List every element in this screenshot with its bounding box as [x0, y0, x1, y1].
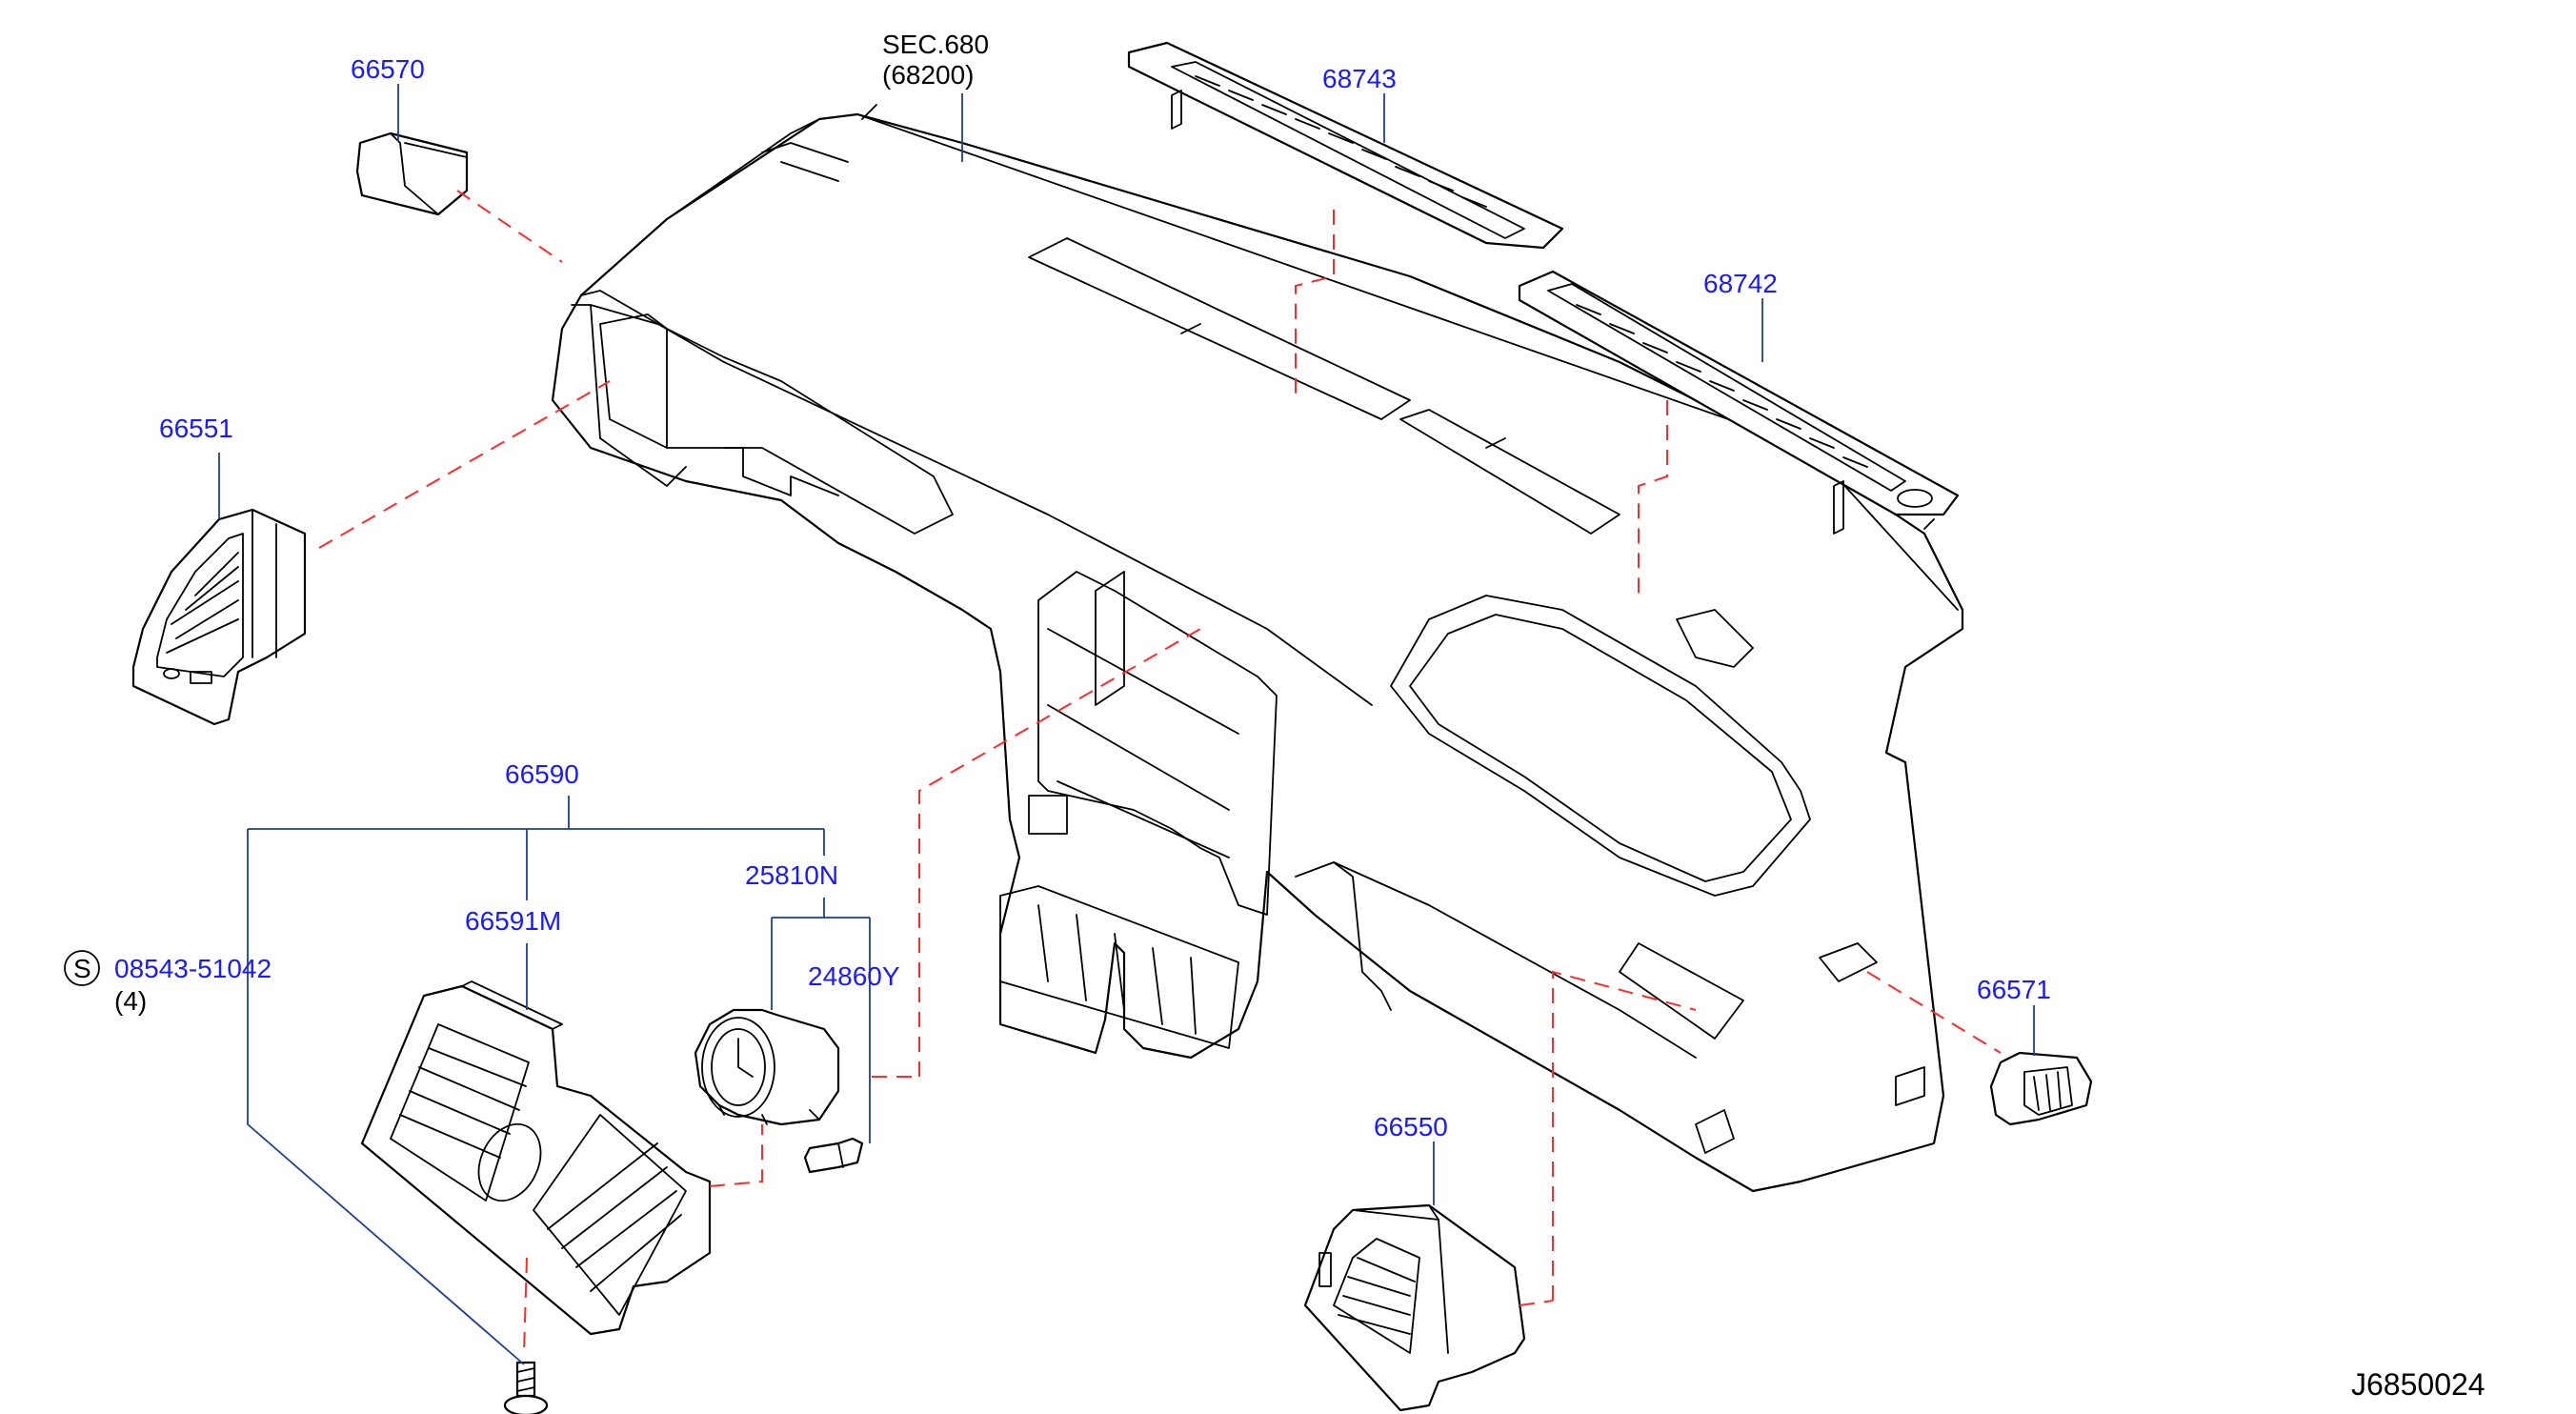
defroster-grille-68743	[1127, 41, 1564, 250]
side-vent-66551	[131, 508, 307, 726]
label-66571: 66571	[1977, 975, 2051, 1004]
label-sec-68200: (68200)	[882, 60, 975, 90]
instrument-panel	[551, 104, 1964, 1193]
bulb-24860Y	[803, 1137, 864, 1174]
label-25810N: 25810N	[745, 860, 838, 890]
label-68743: 68743	[1322, 64, 1397, 93]
side-vent-66570	[355, 131, 469, 216]
assembly-dashed-lines	[318, 190, 2002, 1354]
leader-lines	[218, 84, 2035, 1365]
label-66591M: 66591M	[465, 906, 561, 936]
center-vent-66591M	[360, 980, 712, 1336]
passenger-vent-66550	[1303, 1203, 1526, 1412]
s-symbol: S	[73, 954, 91, 983]
side-vent-66571	[1989, 1051, 2093, 1126]
label-66570: 66570	[351, 54, 425, 84]
label-08543-51042: 08543-51042	[114, 954, 272, 983]
screw-08543-51042	[503, 1361, 549, 1414]
label-qty: (4)	[114, 986, 147, 1016]
label-diagram-id: J6850024	[2351, 1367, 2485, 1402]
labels: SEC.680 (68200) 66570 68743 68742 66551 …	[64, 30, 2485, 1402]
label-66551: 66551	[159, 414, 233, 443]
defroster-grille-68742	[1518, 270, 1960, 535]
label-68742: 68742	[1703, 269, 1778, 298]
label-66590: 66590	[505, 759, 579, 789]
label-66550: 66550	[1374, 1112, 1448, 1141]
s-symbol-circle	[64, 950, 100, 986]
label-sec-680: SEC.680	[882, 30, 989, 59]
label-24860Y: 24860Y	[808, 961, 900, 991]
clock-25810N	[694, 1008, 840, 1126]
